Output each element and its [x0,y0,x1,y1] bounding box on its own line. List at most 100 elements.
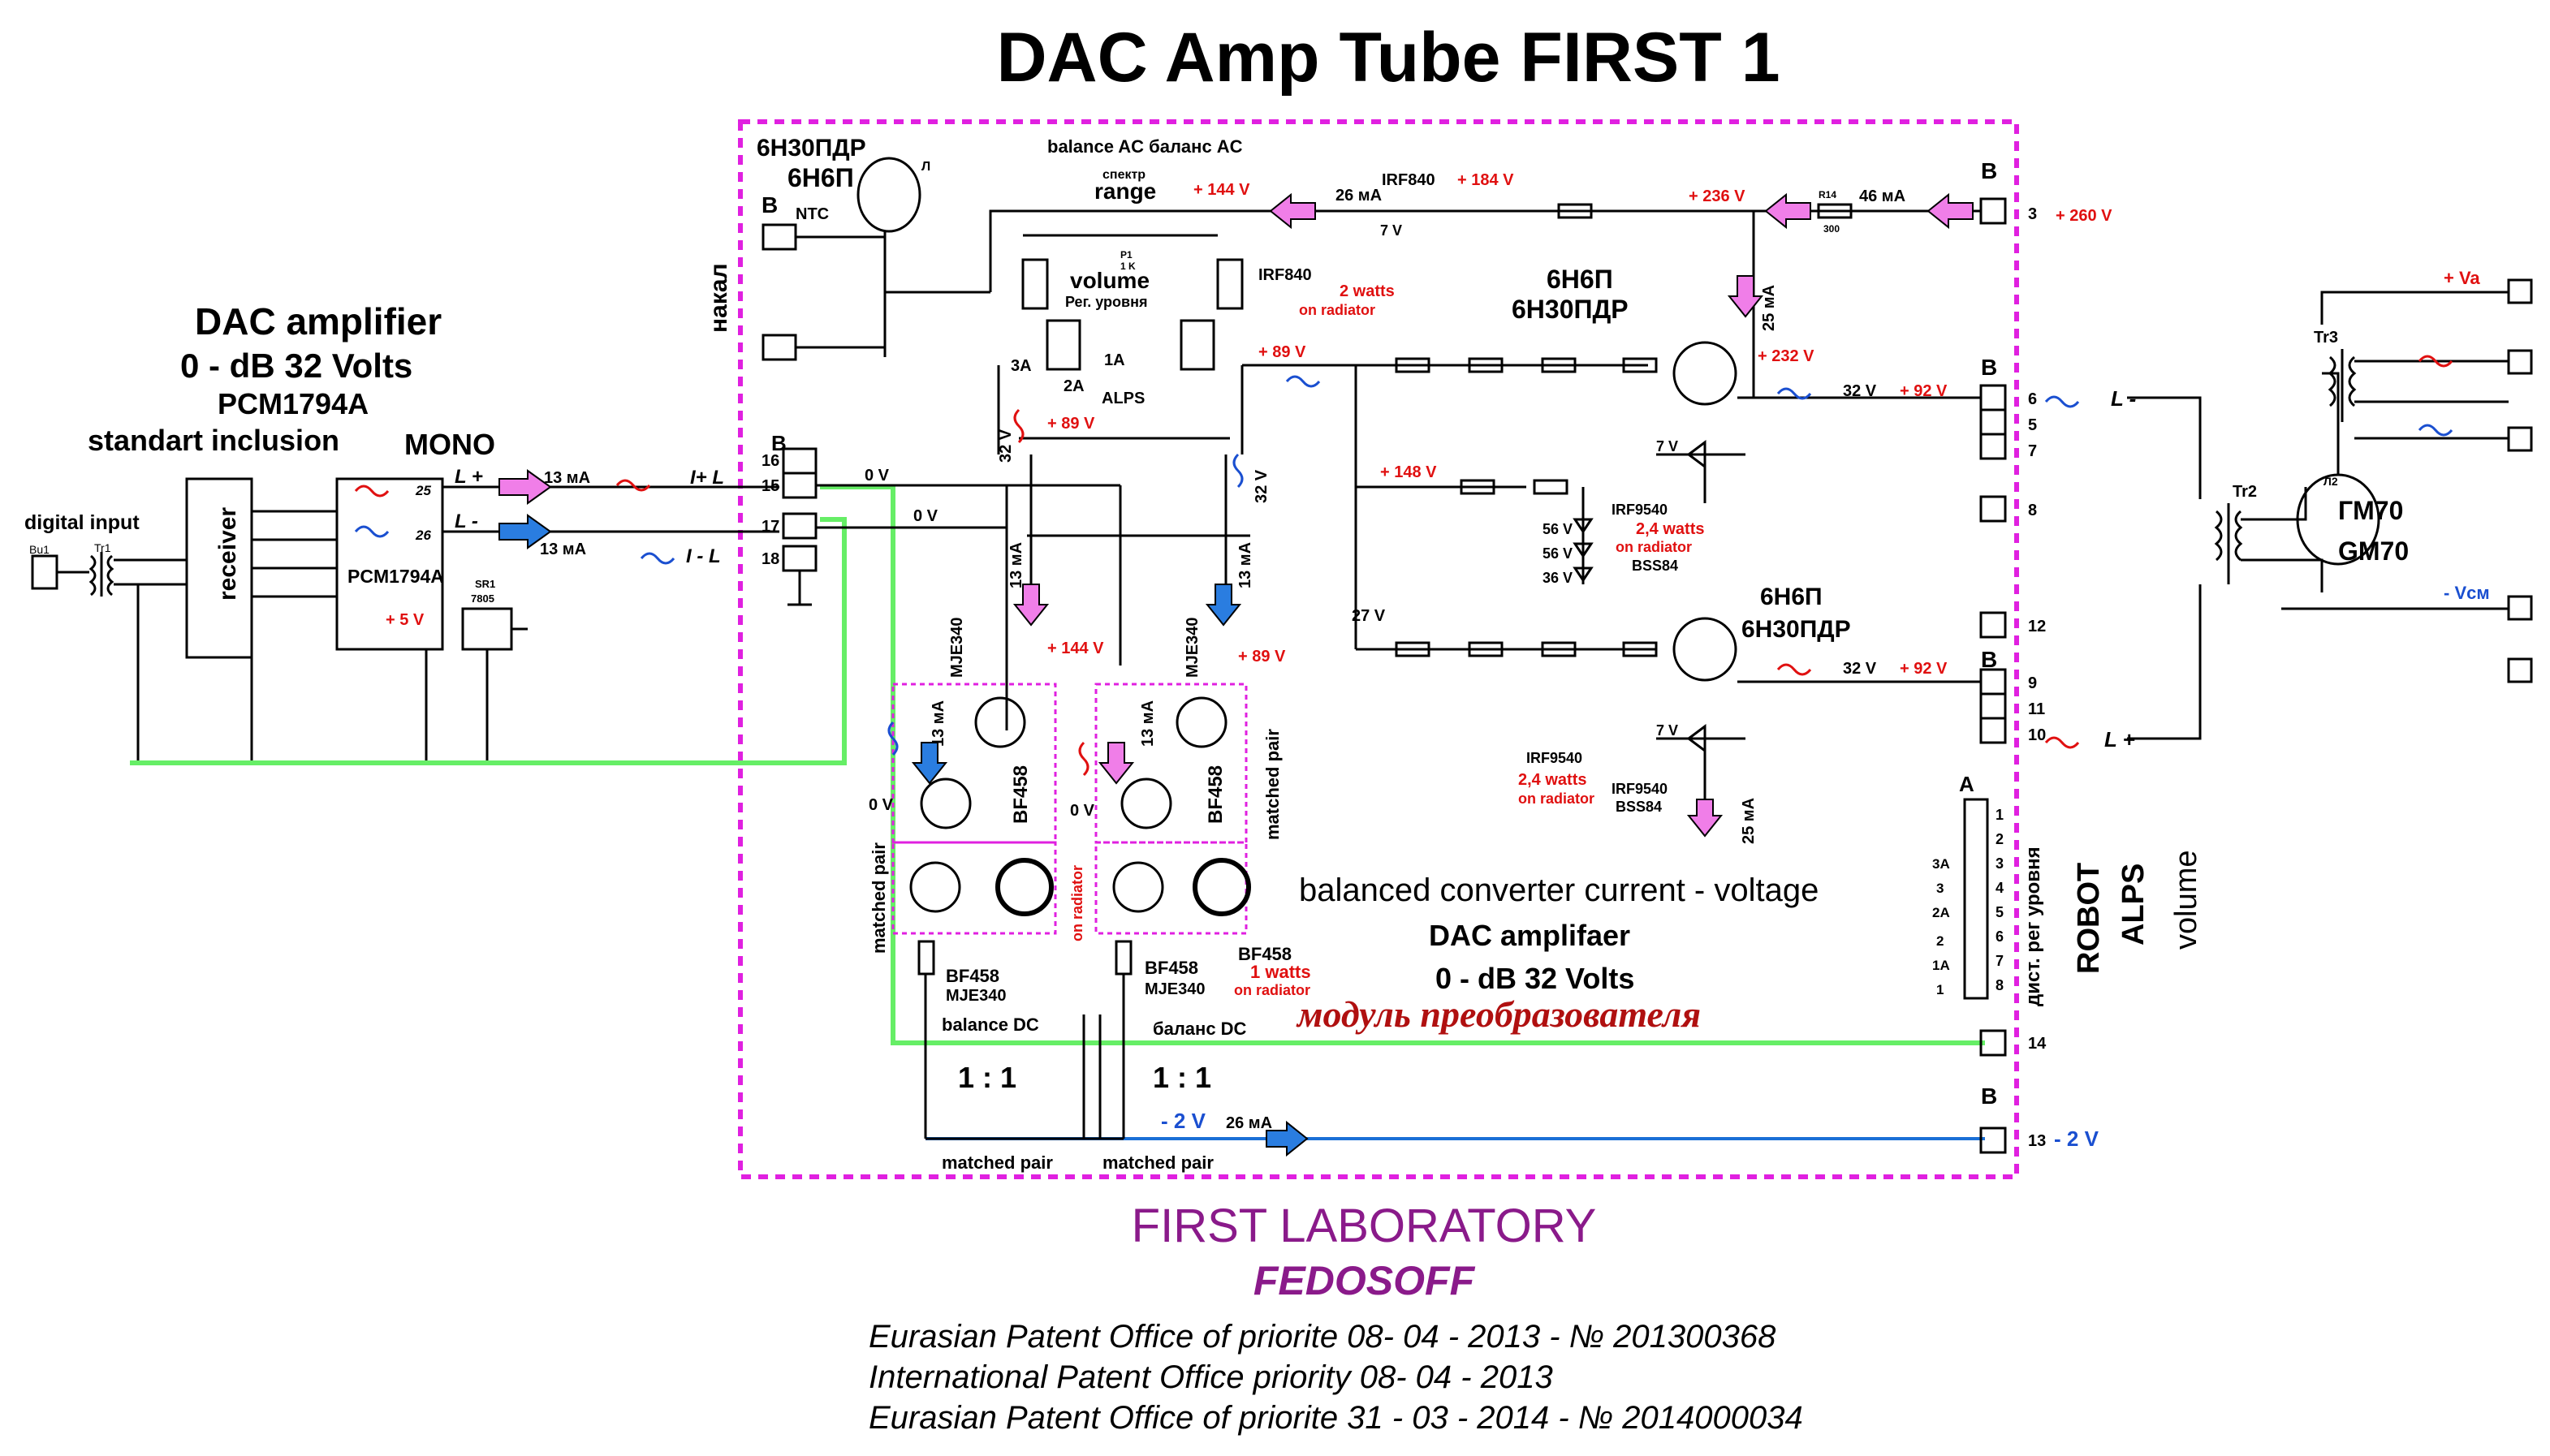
watts-24-b: 2,4 watts [1518,771,1586,789]
reg-urovnya-label: Рег. уровня [1065,294,1147,310]
tube-l-mark: Л [921,160,930,174]
r14-label: R14 [1819,189,1836,200]
l-plus-right: L + [2104,727,2135,752]
tr2-label: Tr2 [2233,483,2257,501]
signal-arrow-minus [498,514,552,549]
l-minus-right: L - [2111,386,2136,411]
a-pin-5: 5 [1996,904,2004,920]
current-13ma-d: 13 мА [1139,700,1157,747]
patent-line-2: International Patent Office priority 08-… [869,1359,1553,1395]
balance-dc-label: balance DC [942,1014,1039,1035]
voltage-plus89-left: + 89 V [1047,415,1095,433]
tr1-transformer [88,554,97,597]
bf458-label-a: BF458 [1010,765,1032,824]
pin-5: 5 [2028,416,2037,434]
current-26ma-bot: 26 мА [1226,1114,1272,1132]
current-13ma-a: 13 мА [1007,542,1025,588]
mje340-label-d: MJE340 [1145,980,1206,998]
author-name: FEDOSOFF [1253,1258,1476,1303]
current-46ma: 46 мА [1859,187,1905,205]
dac-range-title: 0 - dB 32 Volts [180,347,412,385]
a-label-2: 2 [1936,933,1944,949]
voltage-plus89-top: + 89 V [1258,343,1306,361]
pcm1794a-chip [335,477,444,651]
voltage-0v-b: 0 V [913,507,938,525]
pin-8: 8 [2028,502,2037,519]
wave-icon [640,552,675,565]
irf9540-label-c: IRF9540 [1612,781,1668,797]
irf9540-label-a: IRF9540 [1612,502,1668,518]
a-label: A [1959,772,1974,796]
b-label-right-bot: B [1981,1083,1997,1109]
input-pin-numbers: 16 15 17 18 3A 2A 1A [762,351,1125,568]
matched-pair-bot-a: matched pair [942,1152,1053,1173]
bf458-label-b: BF458 [1205,765,1227,824]
watts-24-a: 2,4 watts [1636,520,1704,538]
on-radiator-1w: on radiator [1234,982,1310,998]
current-13ma-minus: 13 мА [540,541,586,558]
bss84-label-a: BSS84 [1632,558,1678,574]
ratio-label-a: 1 : 1 [958,1061,1016,1094]
plus5v-label: + 5 V [386,611,425,629]
receiver-label: receiver [214,507,241,601]
pin-7: 7 [2028,442,2037,460]
pin25-label: 25 [415,483,431,498]
converter-range: 0 - dB 32 Volts [1435,962,1634,995]
zener-56v-a: 56 V [1543,521,1573,537]
voltage-plus184: + 184 V [1457,171,1514,189]
bu1-connector [31,554,58,590]
b-label-right-low: B [1981,647,1997,672]
alps-label: ALPS [1102,390,1145,407]
i-minus-l-label: I - L [686,545,721,567]
bu1-label: Bu1 [29,543,50,556]
dac-amplifier-title: DAC amplifier [195,300,442,342]
sr1-regulator [461,607,513,651]
left-section [31,477,528,763]
voltage-plus89-mid: + 89 V [1238,648,1286,666]
ntc-label: NTC [796,205,829,223]
zener-56v-b: 56 V [1543,545,1573,562]
wave-icon [354,525,390,538]
pin-18: 18 [762,550,779,568]
range-pin-3a: 3A [1011,357,1032,375]
minus2v-right: - 2 V [2054,1126,2099,1151]
bf458-label-d: BF458 [1145,958,1198,978]
b-label-right-top: B [1981,158,1997,183]
right-terminals [1963,197,2007,1154]
a-pin-8: 8 [1996,977,2004,993]
b-label-mid: B [771,431,787,455]
bf458-label-e: BF458 [1238,944,1292,964]
dist-reg-label: дист. рег уровня [2022,846,2044,1006]
mje340-label-b: MJE340 [1184,618,1202,678]
b-label-top: B [762,192,778,218]
tube-mid-label-2: 6Н30ПДР [1512,295,1629,324]
pin-16: 16 [762,452,779,470]
matched-pair-right: matched pair [1262,729,1283,840]
voltage-plus144: + 144 V [1193,181,1250,199]
sr1-label: SR1 [475,578,495,590]
a-label-1: 1 [1936,982,1944,997]
patent-line-3: Eurasian Patent Office of priorite 31 - … [869,1400,1803,1436]
robot-label: ROBOT [2072,863,2106,974]
pcm-chip-label: PCM1794A [347,566,444,587]
current-13ma-c: 13 мА [930,700,947,747]
bss84-label-b: BSS84 [1616,799,1662,815]
gm70-label: GM70 [2338,536,2409,566]
a-pin-6: 6 [1996,928,2004,945]
tr1-label: Tr1 [94,541,111,554]
a-label-3a: 3A [1932,856,1950,872]
l-minus-left: L - [455,510,478,532]
pin-11: 11 [2028,700,2045,718]
range-pin-1a: 1A [1104,351,1125,369]
range-pin-2a: 2A [1064,377,1085,395]
voltage-32v-top: 32 V [1843,382,1877,400]
pin-6: 6 [2028,390,2037,408]
b-label-right-mid: B [1981,355,1997,380]
gm70-cyr-label: ГМ70 [2338,496,2403,525]
balance-ac-label: balance AC баланс AC [1047,136,1243,157]
wave-marks [887,355,2453,777]
voltage-plus148: + 148 V [1380,463,1437,481]
voltage-0v-a: 0 V [865,467,890,485]
irf9540-label-b: IRF9540 [1526,750,1582,766]
current-13ma-b: 13 мА [1236,542,1254,588]
